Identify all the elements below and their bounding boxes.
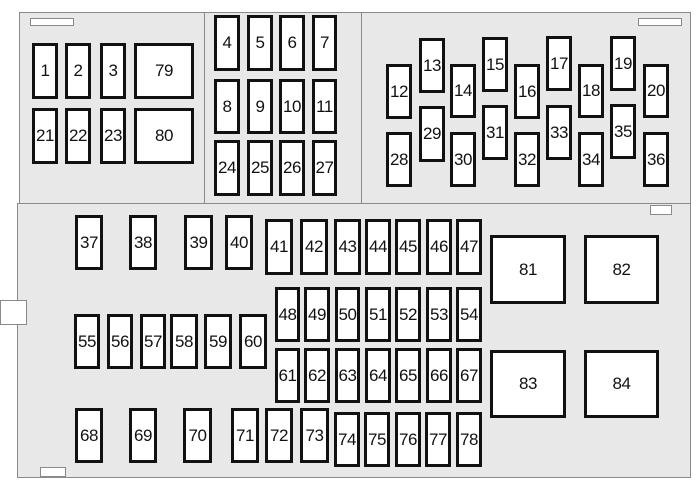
fuse-54: 54: [456, 287, 482, 342]
fuse-24: 24: [214, 140, 240, 196]
fuse-45: 45: [395, 219, 421, 275]
fuse-13: 13: [419, 38, 445, 93]
fuse-36: 36: [643, 132, 669, 187]
fuse-65: 65: [395, 348, 421, 403]
fuse-68: 68: [75, 408, 103, 463]
fuse-74: 74: [334, 412, 360, 467]
clip-notch: [650, 205, 672, 215]
fuse-70: 70: [183, 408, 212, 463]
fuse-29: 29: [419, 106, 445, 162]
fuse-72: 72: [265, 408, 293, 463]
fuse-27: 27: [312, 140, 337, 196]
fuse-52: 52: [395, 287, 421, 342]
fuse-14: 14: [450, 64, 476, 118]
fuse-48: 48: [275, 287, 300, 342]
fuse-60: 60: [239, 314, 267, 369]
fuse-39: 39: [184, 215, 213, 270]
fuse-61: 61: [275, 348, 300, 403]
fuse-49: 49: [304, 287, 330, 342]
relay-81: 81: [490, 235, 566, 304]
fuse-50: 50: [335, 287, 360, 342]
relay-84: 84: [584, 350, 659, 418]
fuse-4: 4: [214, 15, 240, 71]
fuse-8: 8: [214, 79, 240, 134]
fuse-10: 10: [279, 79, 305, 134]
fuse-62: 62: [304, 348, 330, 403]
fuse-30: 30: [450, 132, 476, 187]
fuse-63: 63: [335, 348, 360, 403]
fuse-71: 71: [231, 408, 259, 463]
fuse-34: 34: [578, 132, 604, 187]
fuse-47: 47: [456, 219, 482, 275]
fuse-53: 53: [426, 287, 452, 342]
fuse-32: 32: [514, 132, 540, 187]
fuse-55: 55: [74, 314, 100, 369]
fuse-77: 77: [425, 412, 451, 467]
fuse-75: 75: [364, 412, 390, 467]
fuse-26: 26: [279, 140, 305, 196]
fuse-35: 35: [610, 104, 636, 159]
fuse-43: 43: [334, 219, 361, 275]
fuse-12: 12: [386, 64, 412, 119]
fuse-40: 40: [225, 215, 253, 270]
fuse-31: 31: [482, 105, 508, 160]
clip-notch: [30, 18, 74, 26]
fuse-17: 17: [546, 36, 572, 91]
fuse-67: 67: [456, 348, 482, 403]
fuse-19: 19: [610, 36, 636, 91]
connector-tab: [0, 300, 27, 325]
fuse-78: 78: [456, 412, 482, 467]
fuse-18: 18: [578, 64, 604, 118]
fuse-21: 21: [32, 108, 58, 164]
relay-82: 82: [584, 235, 659, 304]
fuse-57: 57: [140, 314, 166, 369]
fuse-3: 3: [100, 43, 126, 99]
fuse-46: 46: [426, 219, 452, 275]
fuse-42: 42: [300, 219, 328, 275]
fuse-7: 7: [312, 15, 337, 71]
fuse-69: 69: [129, 408, 157, 463]
fuse-51: 51: [365, 287, 391, 342]
fuse-23: 23: [100, 108, 126, 164]
fuse-1: 1: [32, 43, 58, 99]
fuse-59: 59: [204, 314, 232, 369]
fuse-56: 56: [107, 314, 133, 369]
fuse-33: 33: [546, 105, 572, 160]
fuse-6: 6: [279, 15, 305, 71]
fuse-2: 2: [65, 43, 91, 99]
fuse-38: 38: [129, 215, 157, 270]
fuse-76: 76: [395, 412, 421, 467]
relay-80: 80: [134, 108, 194, 164]
fuse-44: 44: [365, 219, 391, 275]
fuse-58: 58: [170, 314, 198, 369]
fuse-37: 37: [75, 215, 103, 270]
fuse-28: 28: [386, 132, 412, 187]
fuse-22: 22: [65, 108, 91, 164]
fuse-16: 16: [514, 64, 540, 119]
fuse-5: 5: [247, 15, 273, 71]
relay-79: 79: [134, 43, 194, 99]
fuse-15: 15: [482, 37, 508, 92]
fuse-25: 25: [247, 140, 273, 196]
fuse-73: 73: [300, 408, 329, 463]
clip-notch: [638, 18, 682, 26]
fuse-20: 20: [643, 64, 669, 118]
fuse-9: 9: [247, 79, 273, 134]
fuse-66: 66: [426, 348, 452, 403]
fuse-41: 41: [265, 219, 293, 275]
relay-83: 83: [490, 350, 566, 418]
fuse-11: 11: [312, 79, 337, 134]
clip-notch: [40, 467, 66, 477]
fuse-64: 64: [365, 348, 391, 403]
